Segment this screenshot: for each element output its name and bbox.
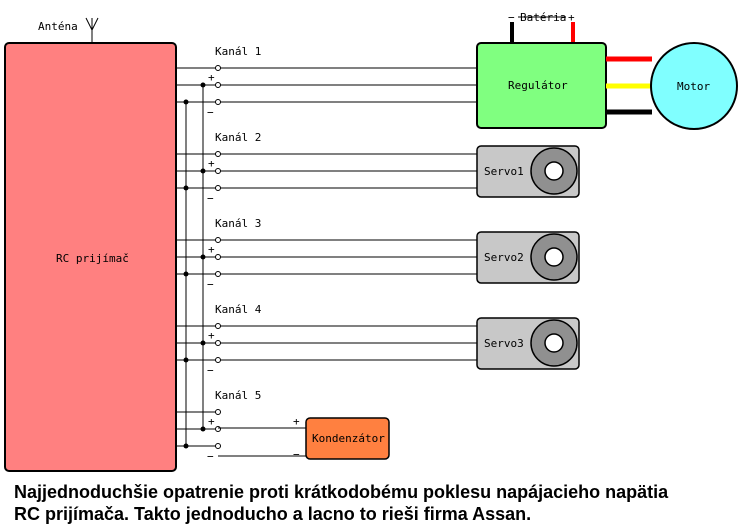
caption-line-2: RC prijímača. Takto jednoducho a lacno t… [14, 504, 532, 524]
servo-2: Servo2 [476, 231, 580, 284]
servo-3: Servo3 [476, 317, 580, 370]
channel-5-pin-2 [215, 426, 221, 432]
channel-4-plus-sign: + [208, 329, 215, 342]
channel-4-pin-1 [215, 323, 221, 329]
channel-5-minus-sign: − [207, 450, 214, 463]
channel-3-minus-junction [183, 271, 189, 277]
capacitor-box [305, 417, 390, 460]
channel-1-label: Kanál 1 [215, 45, 261, 58]
channel-1-plus-junction [200, 82, 206, 88]
antenna-icon-arms [85, 17, 99, 32]
channel-wires: Kanál 1+−Kanál 2+−Kanál 3+−Kanál 4+−Kaná… [176, 45, 477, 463]
channel-2-pin-2 [215, 168, 221, 174]
channel-4-pin-3 [215, 357, 221, 363]
channel-5-pin-3 [215, 443, 221, 449]
battery-label: Batéria [520, 11, 566, 24]
channel-3-pin-1 [215, 237, 221, 243]
channel-4-minus-sign: − [207, 364, 214, 377]
channel-5-plus-junction [200, 426, 206, 432]
servo-1-label: Servo1 [484, 165, 524, 178]
channel-1-pin-2 [215, 82, 221, 88]
capacitor-minus-sign: − [293, 448, 300, 461]
regulator-label: Regulátor [508, 79, 568, 92]
channel-1-pin-1 [215, 65, 221, 71]
channel-2-pin-3 [215, 185, 221, 191]
channel-3-plus-sign: + [208, 243, 215, 256]
wiring-diagram: Anténa RC prijímač Kanál 1+−Kanál 2+−Kan… [4, 11, 738, 472]
channel-1-plus-sign: + [208, 71, 215, 84]
caption: Najjednoduchšie opatrenie proti krátkodo… [14, 481, 734, 525]
capacitor-label: Kondenzátor [312, 432, 385, 445]
servo-3-label: Servo3 [484, 337, 524, 350]
channel-5-minus-junction [183, 443, 189, 449]
battery-minus-sign: − [508, 11, 515, 24]
channel-2-plus-junction [200, 168, 206, 174]
motor-label: Motor [677, 80, 710, 93]
channel-3-pin-2 [215, 254, 221, 260]
channel-1-minus-sign: − [207, 106, 214, 119]
channel-4-pin-2 [215, 340, 221, 346]
channel-3-pin-3 [215, 271, 221, 277]
channel-5-label: Kanál 5 [215, 389, 261, 402]
channel-2-minus-junction [183, 185, 189, 191]
channel-4-plus-junction [200, 340, 206, 346]
servo-1: Servo1 [476, 145, 580, 198]
channel-2-minus-sign: − [207, 192, 214, 205]
channel-2-pin-1 [215, 151, 221, 157]
channel-1-minus-junction [183, 99, 189, 105]
channel-5-pin-1 [215, 409, 221, 415]
antenna-label: Anténa [38, 20, 78, 33]
channel-2-label: Kanál 2 [215, 131, 261, 144]
channel-3-label: Kanál 3 [215, 217, 261, 230]
capacitor-plus-sign: + [293, 415, 300, 428]
channel-3-plus-junction [200, 254, 206, 260]
channel-4-minus-junction [183, 357, 189, 363]
channel-5-plus-sign: + [208, 415, 215, 428]
motor-circle [650, 42, 738, 130]
receiver-label: RC prijímač [56, 252, 129, 265]
servo-2-label: Servo2 [484, 251, 524, 264]
caption-line-1: Najjednoduchšie opatrenie proti krátkodo… [14, 482, 669, 502]
battery-plus-sign: + [568, 11, 575, 24]
channel-4-label: Kanál 4 [215, 303, 262, 316]
channel-1-pin-3 [215, 99, 221, 105]
channel-3-minus-sign: − [207, 278, 214, 291]
channel-2-plus-sign: + [208, 157, 215, 170]
